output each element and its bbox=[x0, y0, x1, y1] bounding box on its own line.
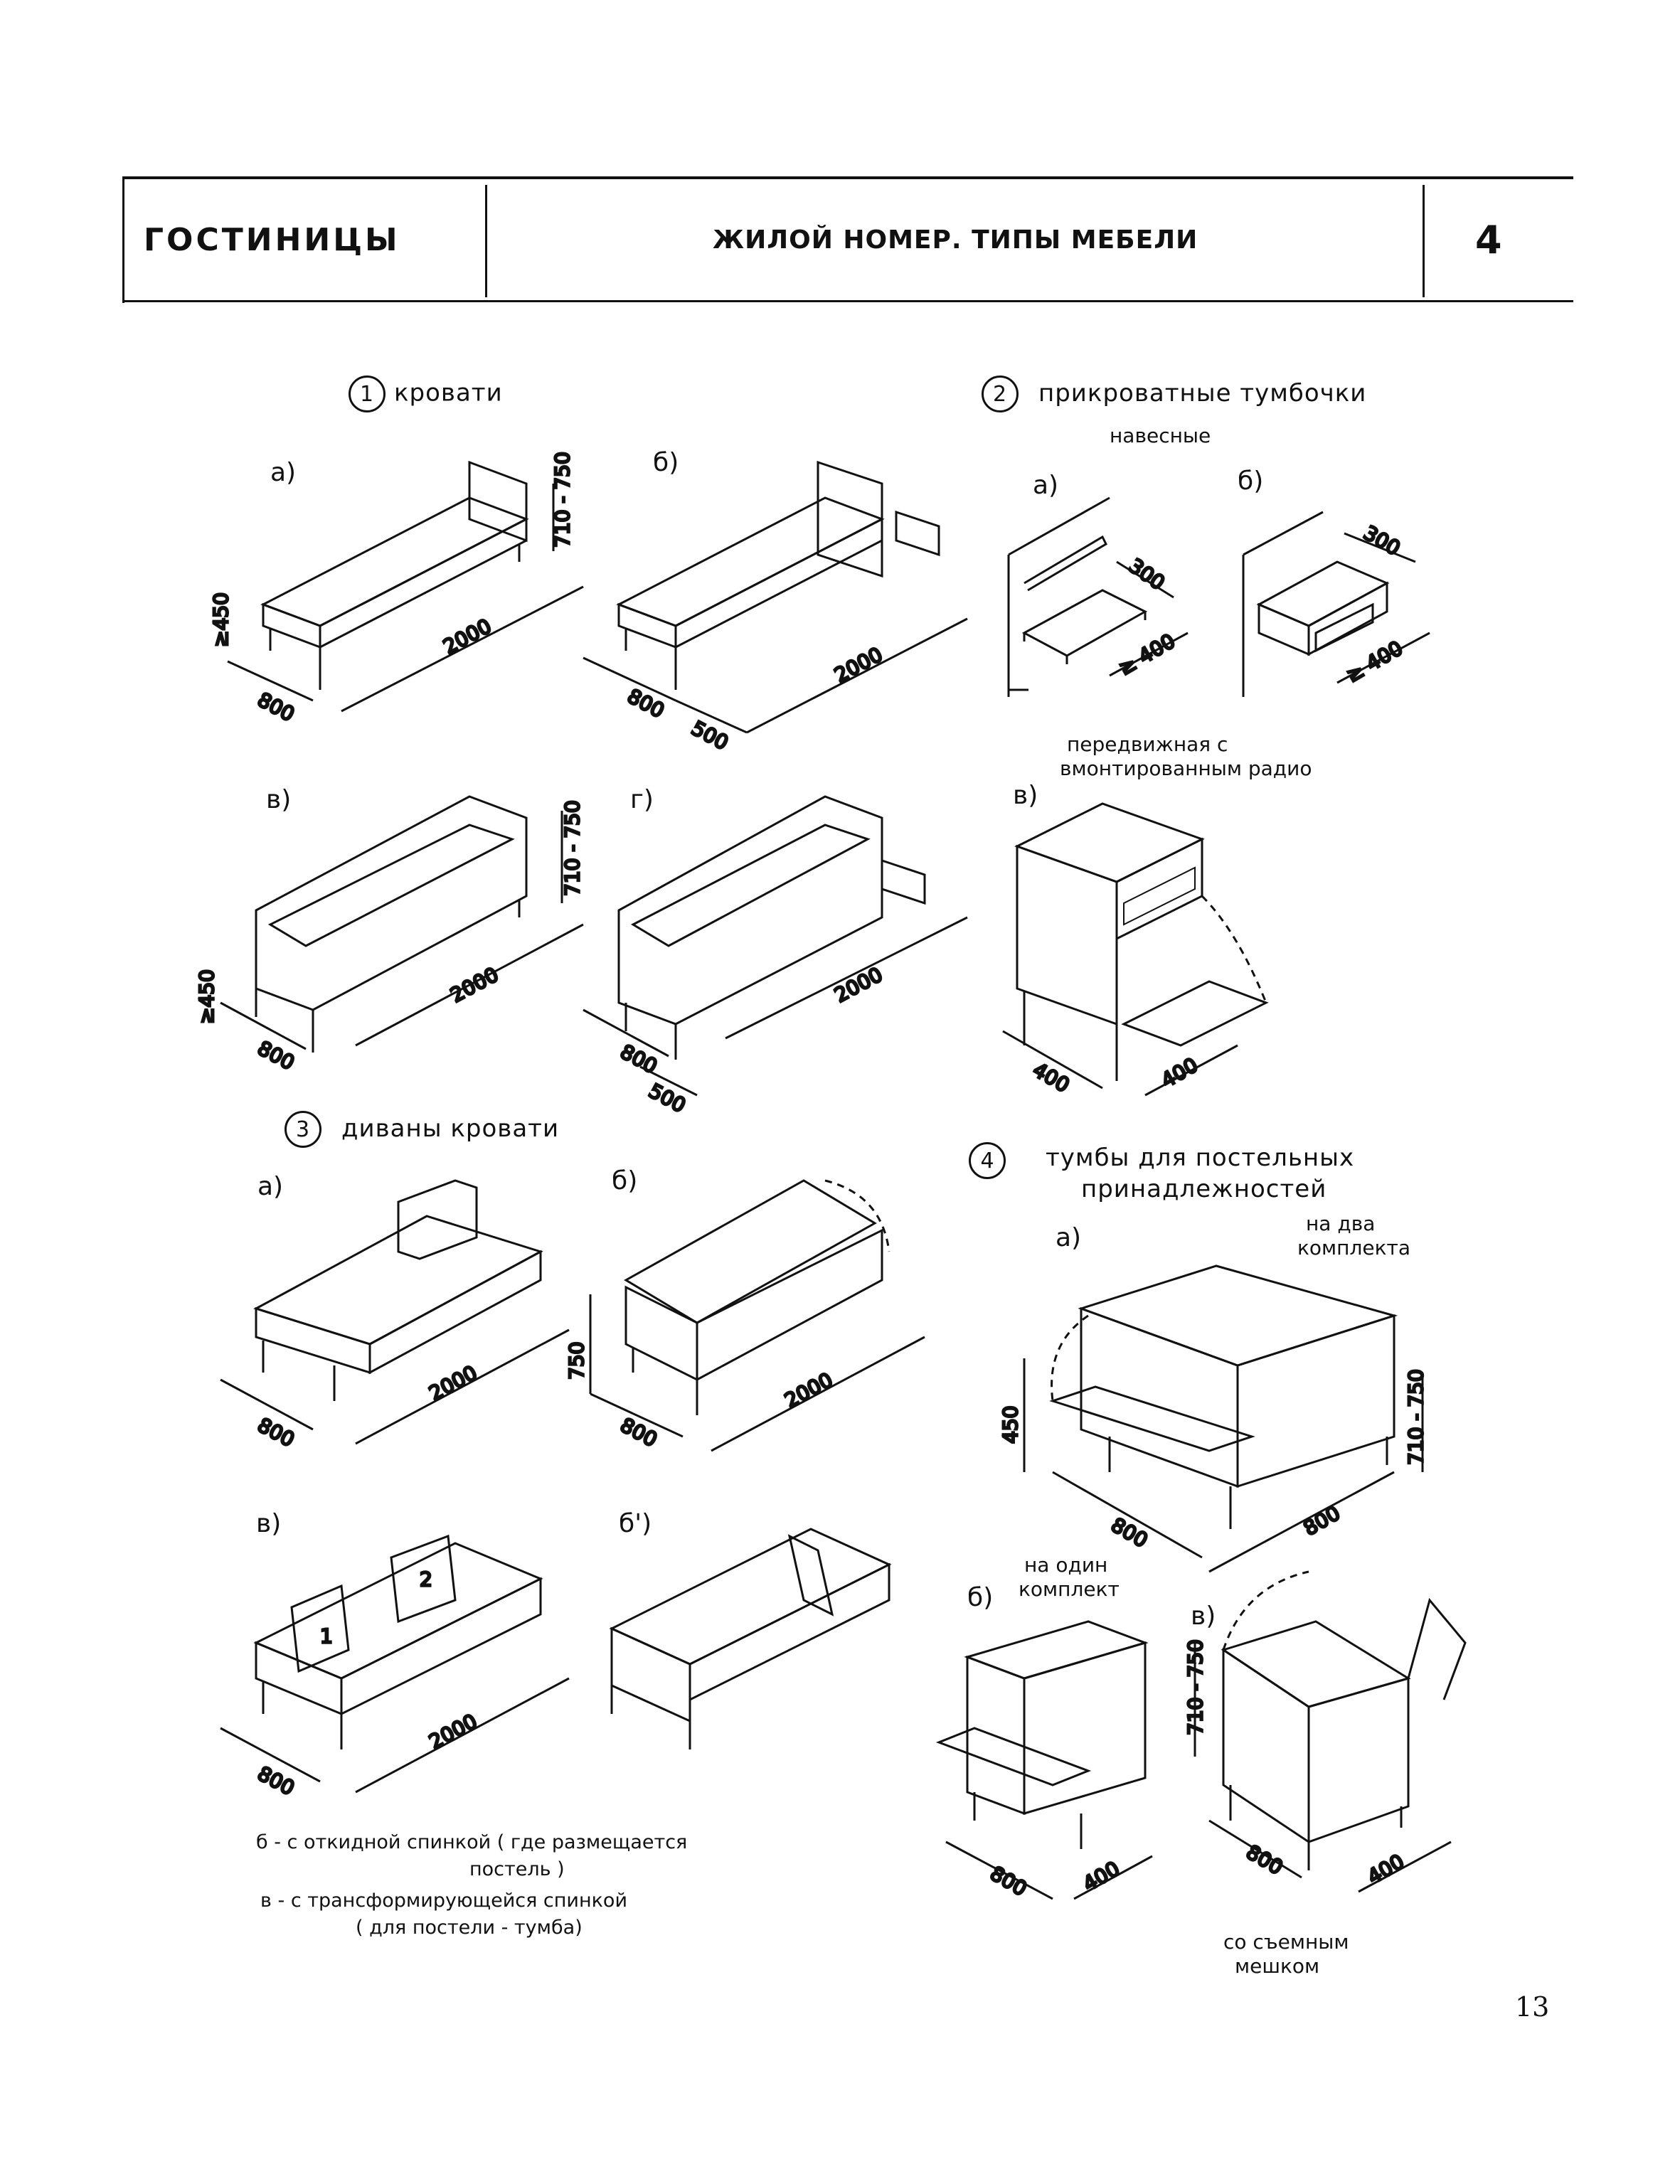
header-left-rule bbox=[122, 176, 124, 303]
dim-2000: 2000 bbox=[425, 1710, 481, 1754]
note-two-sets-2: комплекта bbox=[1297, 1236, 1410, 1259]
label-2v: в) bbox=[1013, 781, 1038, 810]
label-4v: в) bbox=[1191, 1602, 1216, 1631]
bed-1a-drawing: 710 - 750 ≥450 800 2000 bbox=[208, 451, 584, 728]
section-name: ГОСТИНИЦЫ bbox=[144, 221, 400, 258]
dim-400: 400 bbox=[1157, 1053, 1202, 1092]
group-2-c-caption-1: передвижная с bbox=[1067, 733, 1228, 756]
header-divider bbox=[485, 185, 487, 297]
dim-450: 450 bbox=[999, 1406, 1022, 1444]
label-3v: в) bbox=[256, 1509, 282, 1538]
sofa-3b-drawing: 750 800 2000 bbox=[564, 1179, 925, 1453]
footnote-4: ( для постели - тумба) bbox=[356, 1917, 583, 1939]
footnote-2: постель ) bbox=[469, 1858, 565, 1880]
label-2a: а) bbox=[1033, 471, 1059, 500]
sofa-3a-drawing: 800 2000 bbox=[220, 1179, 570, 1453]
note-removable-bag-2: мешком bbox=[1235, 1954, 1320, 1978]
label-1a: а) bbox=[270, 458, 297, 487]
header-divider bbox=[1423, 185, 1425, 297]
dim-750: 750 bbox=[565, 1342, 588, 1380]
dim-710-750: 710 - 750 bbox=[1404, 1369, 1428, 1465]
group-2-c-caption-2: вмонтированным радио bbox=[1060, 757, 1312, 780]
dim-450: ≥450 bbox=[209, 592, 233, 647]
label-4b: б) bbox=[967, 1583, 994, 1612]
sheet-number: 4 bbox=[1475, 217, 1502, 262]
dim-400: ≥ 400 bbox=[1115, 629, 1179, 680]
dim-2000: 2000 bbox=[831, 963, 886, 1008]
dim-400: 400 bbox=[1079, 1857, 1124, 1896]
bed-1g-drawing: 800 500 2000 bbox=[583, 795, 968, 1119]
dim-800: 800 bbox=[617, 1040, 661, 1078]
footnote-3: в - с трансформирующейся спинкой bbox=[260, 1890, 627, 1912]
dim-2000: 2000 bbox=[440, 614, 495, 659]
label-3b-prime: б') bbox=[619, 1509, 652, 1538]
bed-1v-drawing: 710 - 750 ≥450 800 2000 bbox=[194, 795, 585, 1076]
group-4-title-1: тумбы для постельных bbox=[1046, 1144, 1355, 1172]
page-number: 13 bbox=[1515, 1991, 1550, 2023]
group-2-subtitle: навесные bbox=[1110, 424, 1211, 447]
dim-300: 300 bbox=[1125, 554, 1169, 595]
dim-800: 800 bbox=[1107, 1513, 1152, 1552]
sheet-header: ГОСТИНИЦЫ ЖИЛОЙ НОМЕР. ТИПЫ МЕБЕЛИ 4 bbox=[122, 176, 1573, 302]
dim-800: 800 bbox=[617, 1413, 661, 1451]
sofa-3b-prime-drawing bbox=[609, 1528, 892, 1749]
dim-400: ≥ 400 bbox=[1342, 636, 1407, 687]
group-4-title-2: принадлежностей bbox=[1081, 1175, 1327, 1203]
dim-800: 800 bbox=[624, 684, 669, 723]
dim-800: 800 bbox=[254, 688, 299, 726]
dim-2000: 2000 bbox=[831, 643, 886, 688]
cushion-1: 1 bbox=[320, 1624, 333, 1648]
cabinet-4v-drawing: 710 - 750 800 400 bbox=[1183, 1570, 1467, 1893]
footnote-1: б - с откидной спинкой ( где размещается bbox=[256, 1831, 688, 1853]
cushion-2: 2 bbox=[420, 1567, 432, 1591]
dim-400: 400 bbox=[1363, 1850, 1408, 1889]
group-number: 2 bbox=[982, 375, 1019, 412]
cabinet-4b-drawing: 800 400 bbox=[935, 1620, 1153, 1902]
dim-2000: 2000 bbox=[781, 1368, 836, 1413]
label-3b: б) bbox=[612, 1166, 638, 1195]
dim-2000: 2000 bbox=[447, 963, 502, 1008]
label-1b: б) bbox=[653, 448, 679, 477]
note-two-sets-1: на два bbox=[1306, 1212, 1376, 1235]
dim-400: 400 bbox=[1029, 1058, 1074, 1097]
group-4-number: 4 bbox=[969, 1142, 1014, 1179]
nightstand-2a-drawing: 300 ≥ 400 bbox=[1007, 496, 1189, 697]
bed-1b-drawing: 800 500 2000 bbox=[583, 460, 968, 756]
dim-450: ≥450 bbox=[195, 969, 218, 1024]
group-number: 1 bbox=[349, 375, 386, 412]
dim-710-750: 710 - 750 bbox=[551, 452, 574, 548]
nightstand-2b-drawing: 300 ≥ 400 bbox=[1242, 511, 1430, 697]
label-2b: б) bbox=[1238, 467, 1264, 496]
dim-2000: 2000 bbox=[425, 1361, 481, 1406]
label-1g: г) bbox=[630, 785, 654, 814]
note-one-set-1: на один bbox=[1024, 1553, 1108, 1577]
label-3a: а) bbox=[257, 1172, 284, 1201]
cabinet-4a-drawing: 450 710 - 750 800 800 bbox=[998, 1264, 1429, 1573]
note-removable-bag-1: со съемным bbox=[1223, 1930, 1349, 1954]
sofa-3v-drawing: 1 2 800 2000 bbox=[220, 1534, 570, 1801]
note-one-set-2: комплект bbox=[1019, 1577, 1120, 1601]
label-1v: в) bbox=[266, 785, 292, 814]
dim-710-750: 710 - 750 bbox=[1184, 1639, 1207, 1735]
group-number: 3 bbox=[285, 1111, 321, 1148]
dim-800: 800 bbox=[1299, 1501, 1344, 1540]
label-4a: а) bbox=[1056, 1223, 1082, 1252]
dim-710-750: 710 - 750 bbox=[560, 800, 584, 896]
dim-500: 500 bbox=[645, 1079, 690, 1117]
nightstand-2v-drawing: 400 400 bbox=[1002, 802, 1269, 1098]
sheet-title: ЖИЛОЙ НОМЕР. ТИПЫ МЕБЕЛИ bbox=[713, 225, 1198, 255]
